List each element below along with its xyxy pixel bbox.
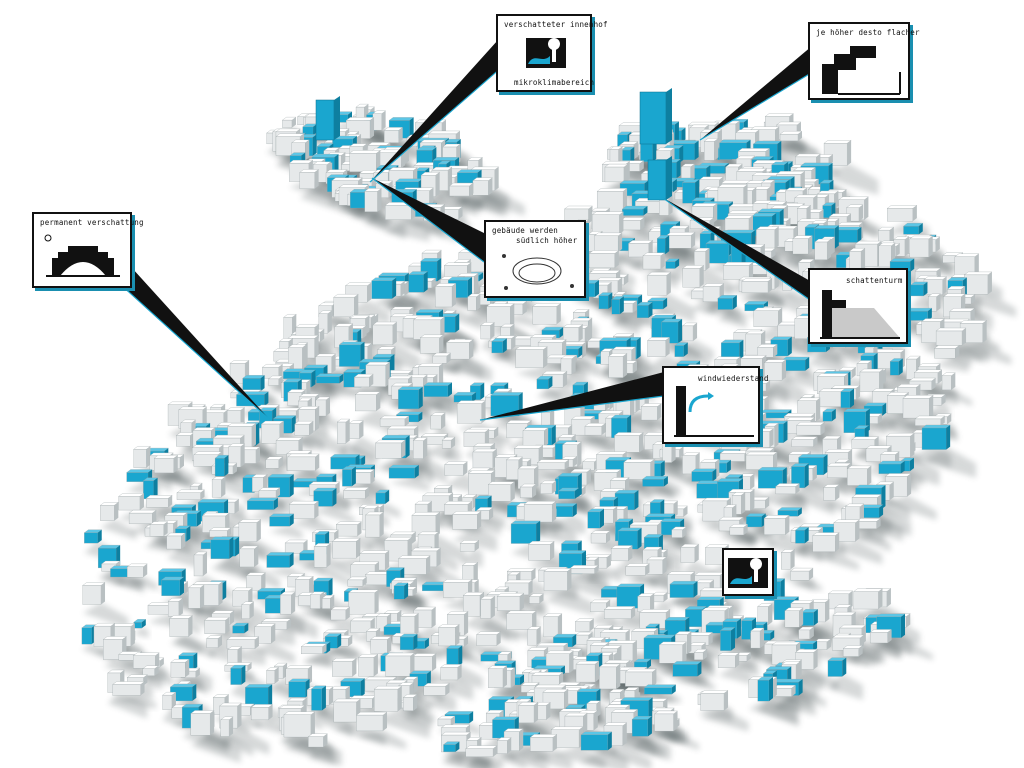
- sun-path-ring-icon: [502, 254, 574, 290]
- legend-courtyard-icon-box: [722, 548, 774, 596]
- callout-leader-lines: [119, 40, 817, 421]
- building-blocks: [81, 88, 993, 757]
- callout-windwiederstand: windwiederstand: [662, 366, 769, 444]
- wind-deflection-icon: [674, 386, 754, 437]
- courtyard-shade-icon: [728, 558, 768, 588]
- callout-title-line1: gebäude werden: [492, 226, 559, 235]
- callout-title-line2: südlich höher: [516, 236, 578, 245]
- callout-title: verschatteter innenhof: [504, 20, 608, 29]
- callout-title: windwiederstand: [698, 374, 769, 383]
- callout-schattenturm: schattenturm: [808, 268, 908, 344]
- shadow-tower-icon: [820, 290, 900, 339]
- callout-permanent-verschattung: permanent verschattung: [32, 212, 144, 288]
- callout-title: permanent verschattung: [40, 218, 144, 227]
- callout-gebaeude-werden-suedlich-hoeher: gebäude werden südlich höher: [484, 220, 586, 298]
- callout-verschatteter-innenhof: verschatteter innenhof mikroklimabereich: [496, 14, 608, 92]
- courtyard-shade-icon: [526, 38, 566, 68]
- callout-title: schattenturm: [846, 276, 903, 285]
- sun-dome-icon: [44, 234, 120, 277]
- callout-je-hoeher-desto-flacher: je höher desto flacher: [808, 22, 920, 100]
- stepped-building-icon: [822, 46, 901, 95]
- callout-title: je höher desto flacher: [816, 28, 920, 37]
- callout-subtitle: mikroklimabereich: [514, 78, 595, 87]
